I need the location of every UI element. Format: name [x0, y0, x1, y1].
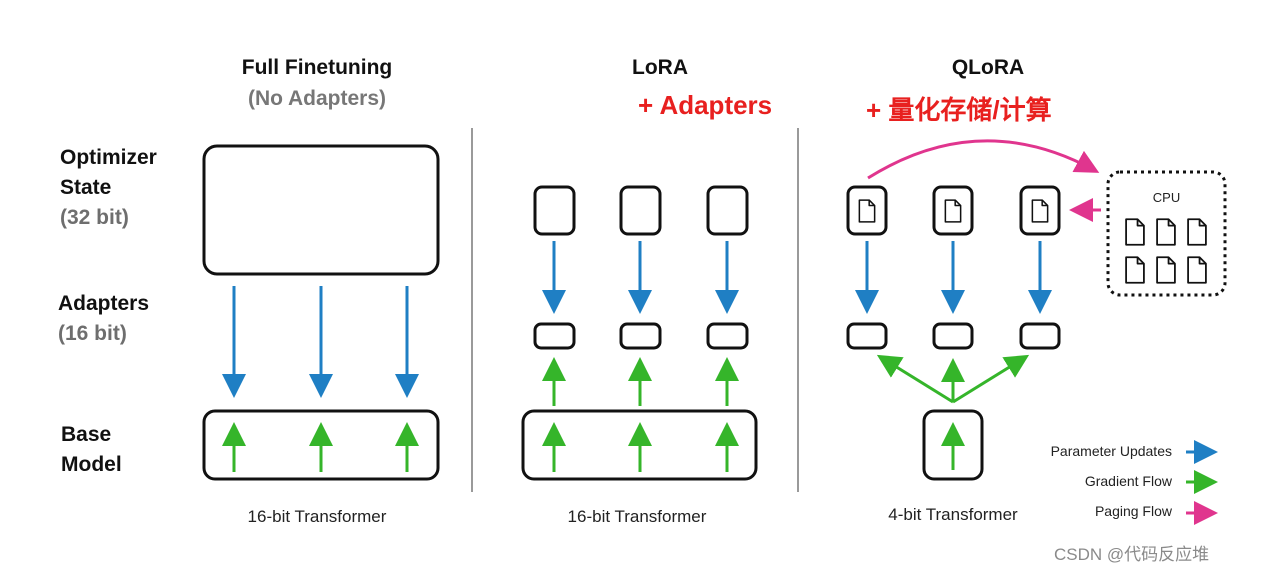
- cpu-page-icon-1: [1125, 218, 1145, 246]
- paging-arrow-to-cpu: [867, 139, 1100, 180]
- lora-parameter-update-arrows: [542, 241, 739, 314]
- lora-optimizer-box-3: [706, 185, 749, 236]
- qlora-footer: 4-bit Transformer: [888, 505, 1018, 524]
- qlora-gradient-arrows: [876, 354, 1030, 470]
- qlora-parameter-update-arrows: [855, 241, 1052, 314]
- full-footer: 16-bit Transformer: [247, 507, 387, 526]
- cpu-page-icon-3: [1187, 218, 1207, 246]
- legend-paging-flow-label: Paging Flow: [1094, 503, 1172, 519]
- legend-parameter-updates-label: Parameter Updates: [1050, 443, 1172, 459]
- qlora-gradient-fan-right: [952, 354, 1030, 404]
- qlora-adapter-box-2: [932, 322, 974, 350]
- paging-flow-arrows: [867, 139, 1101, 222]
- cpu-page-icon-6: [1187, 256, 1207, 284]
- lora-footer: 16-bit Transformer: [567, 507, 707, 526]
- optimizer-label-line2: State: [60, 176, 112, 199]
- cpu-label: CPU: [1152, 190, 1181, 205]
- lora-optimizer-box-2: [619, 185, 662, 236]
- cpu-page-icon-2: [1156, 218, 1176, 246]
- qlora-adapter-box-3: [1019, 322, 1061, 350]
- qlora-column: [846, 139, 1227, 481]
- optimizer-bits-label: (32 bit): [60, 206, 129, 229]
- qlora-page-icon-1: [858, 199, 876, 223]
- base-model-label: Base Model: [61, 420, 122, 480]
- lora-adapter-box-2: [619, 322, 662, 350]
- cpu-page-icon-5: [1156, 256, 1176, 284]
- full-finetuning-title: Full Finetuning: [241, 56, 393, 79]
- legend-gradient-flow-label: Gradient Flow: [1084, 473, 1172, 489]
- full-finetuning-subtitle: (No Adapters): [247, 87, 387, 110]
- lora-gradient-arrows: [542, 357, 739, 472]
- lora-adapter-box-3: [706, 322, 749, 350]
- qlora-page-icon-3: [1031, 199, 1049, 223]
- lora-adapter-box-1: [533, 322, 576, 350]
- lora-annotation: + Adapters: [638, 90, 773, 120]
- qlora-title: QLoRA: [951, 56, 1025, 79]
- adapters-label-line1: Adapters: [58, 292, 150, 315]
- full-optimizer-state-box: [202, 144, 440, 276]
- lora-optimizer-box-1: [533, 185, 576, 236]
- base-label-line2: Model: [61, 453, 122, 476]
- adapters-label: Adapters (16 bit): [58, 289, 149, 349]
- csdn-watermark: CSDN @代码反应堆: [1054, 545, 1210, 564]
- optimizer-label-line1: Optimizer: [60, 146, 157, 169]
- full-parameter-update-arrows: [222, 286, 419, 398]
- full-gradient-arrows: [222, 422, 419, 472]
- qlora-page-icon-2: [944, 199, 962, 223]
- qlora-adapter-box-1: [846, 322, 888, 350]
- qlora-gradient-fan-left: [876, 354, 954, 404]
- adapters-bits-label: (16 bit): [58, 322, 127, 345]
- lora-title: LoRA: [632, 56, 688, 79]
- full-finetuning-column: [202, 144, 440, 481]
- qlora-annotation: + 量化存储/计算: [866, 95, 1052, 125]
- cpu-page-icon-4: [1125, 256, 1145, 284]
- base-label-line1: Base: [61, 423, 112, 446]
- legend-arrows: [1186, 440, 1218, 525]
- lora-column: [521, 185, 758, 481]
- optimizer-state-label: Optimizer State (32 bit): [60, 143, 157, 233]
